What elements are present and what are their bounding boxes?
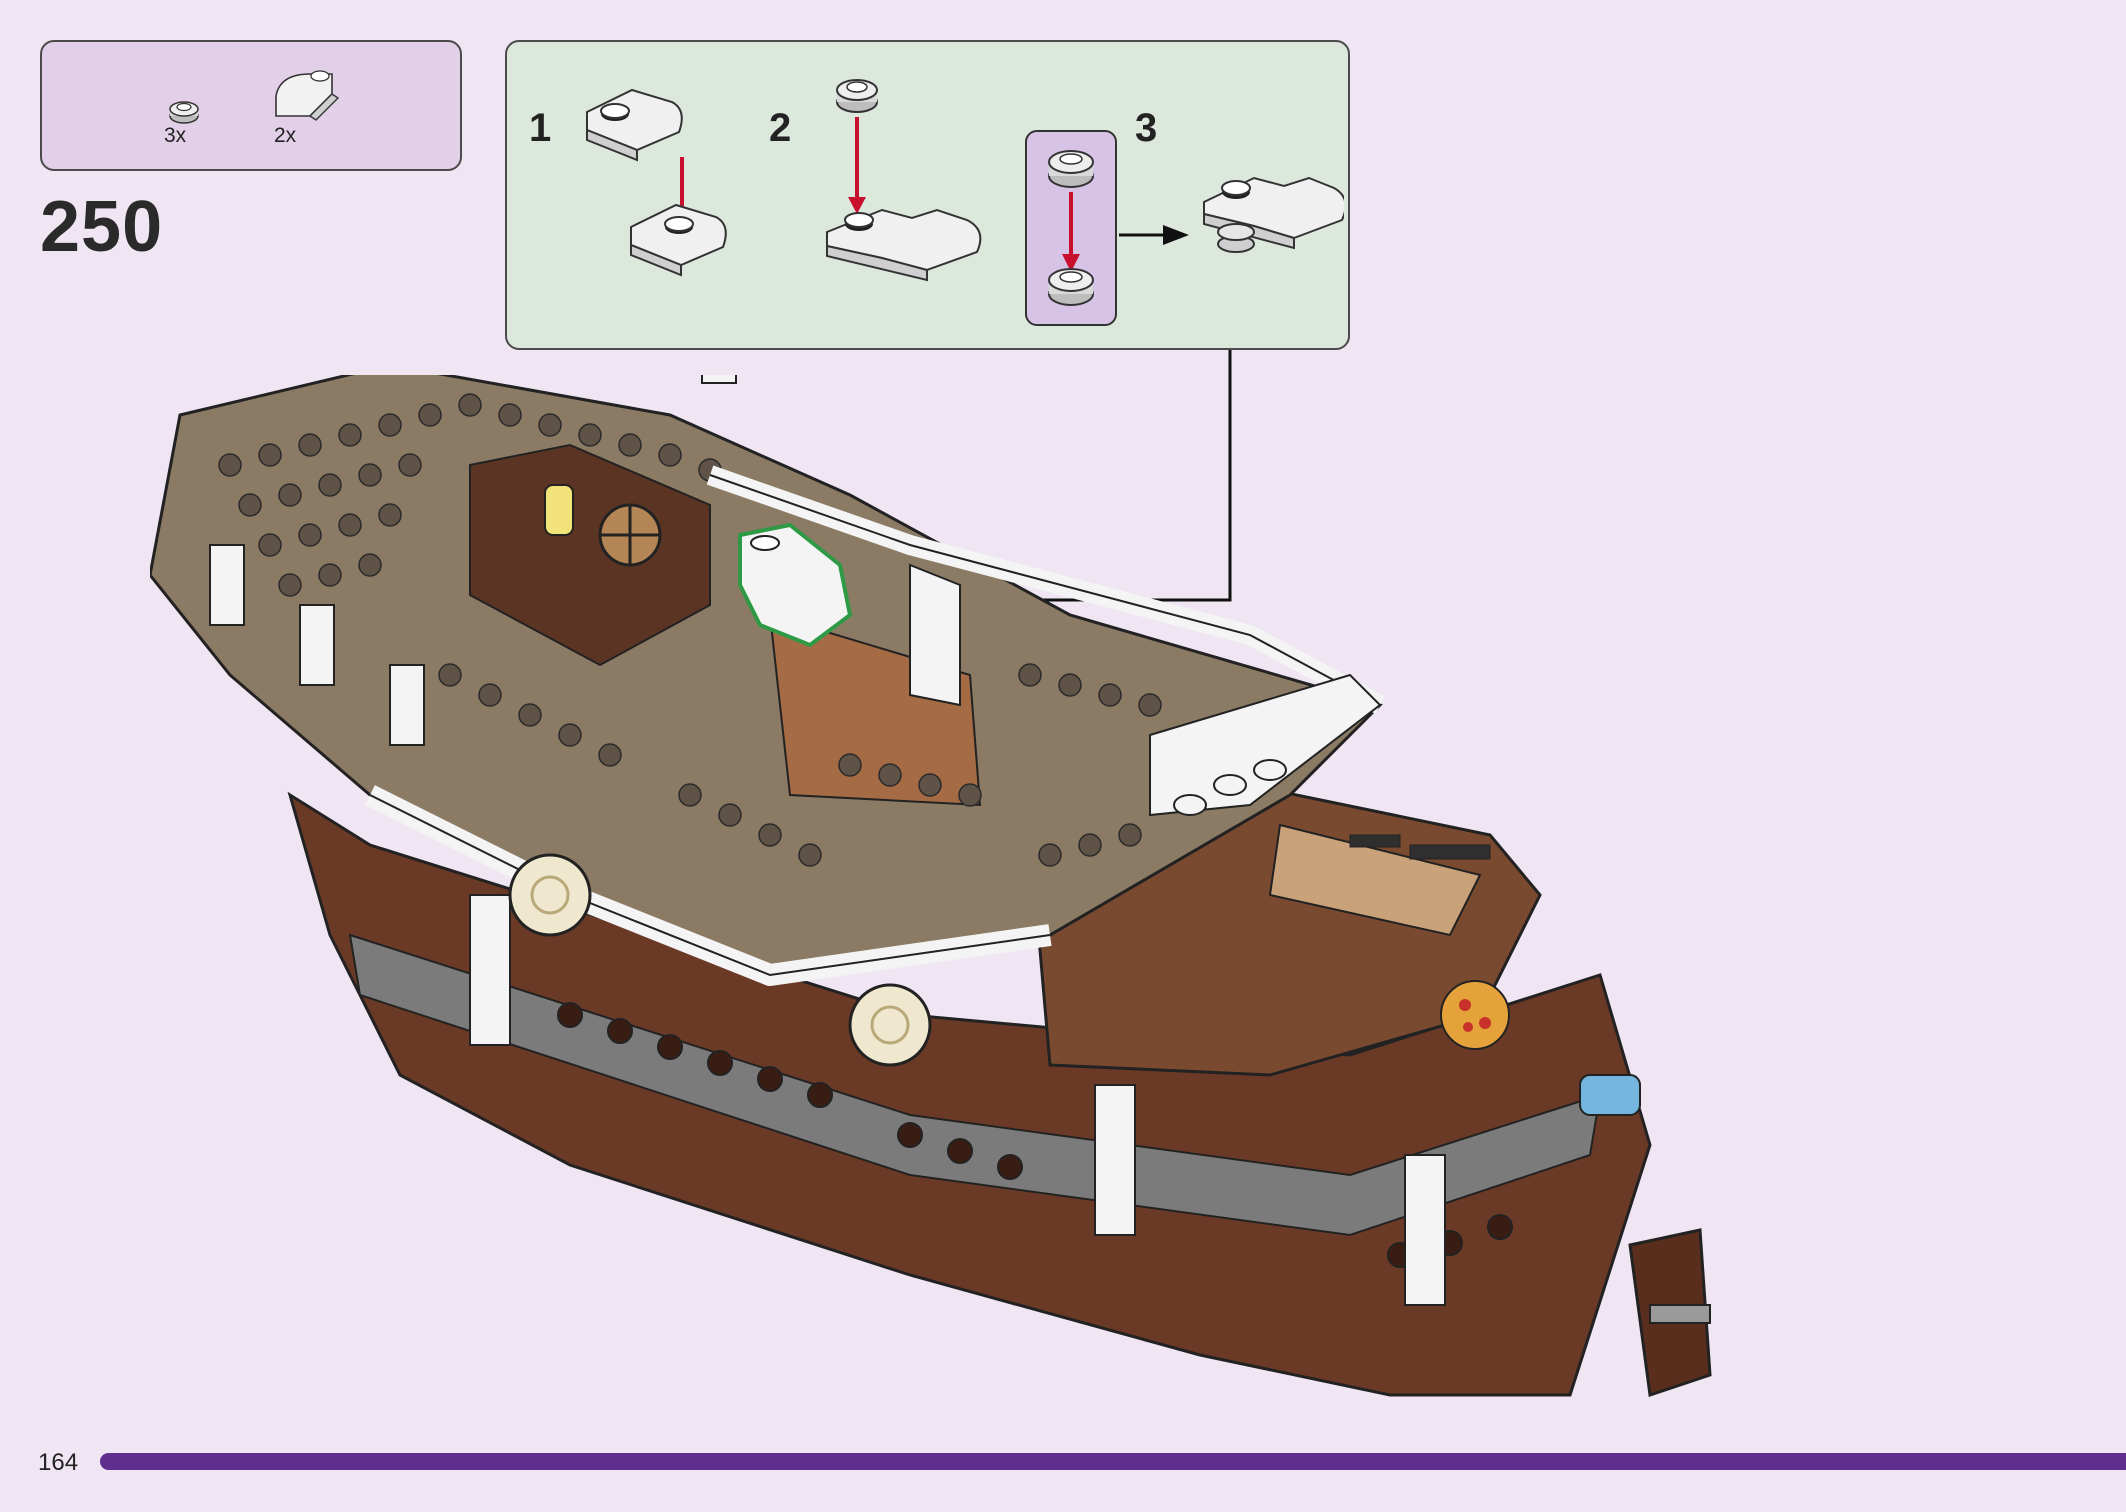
- pizza-icon: [1440, 980, 1510, 1050]
- curved-slope-icon: [275, 70, 340, 121]
- bow-posts: [209, 375, 737, 746]
- highlighted-new-part: [738, 522, 853, 648]
- round-plate-icon: [1048, 268, 1094, 306]
- barrel: [1579, 1074, 1641, 1116]
- part-quantity: 3x: [164, 124, 187, 147]
- arrow-right-icon: [1163, 225, 1189, 245]
- step-number: 250: [40, 187, 164, 267]
- substep-1-illustration: [586, 88, 727, 277]
- round-plate-icon: [169, 101, 199, 124]
- page-number: 164: [38, 1449, 79, 1476]
- white-posts: [469, 894, 1446, 1306]
- substep-label: 1: [529, 106, 552, 150]
- footer-bar: [100, 1453, 2126, 1470]
- hull-stripe: [348, 933, 1602, 1237]
- round-shield-icons: [508, 853, 932, 1067]
- cabin-shelves: [1349, 834, 1491, 860]
- substep-3-illustration: [1048, 150, 1094, 306]
- ship-model-illustration: [150, 375, 1712, 1397]
- curved-slope-icon: [586, 88, 683, 162]
- curved-slope-icon: [630, 203, 727, 277]
- part-quantity: 2x: [274, 124, 297, 147]
- lantern-icon: [544, 484, 574, 536]
- white-arch: [909, 563, 961, 707]
- round-plate-icon: [836, 79, 878, 113]
- hull: [287, 791, 1652, 1397]
- substep-3-result: [1119, 176, 1344, 253]
- substep-label: 2: [769, 106, 792, 150]
- white-arch: [1149, 673, 1382, 817]
- round-plate-icon: [1048, 150, 1094, 188]
- subassembly-panel: 1 2 3: [505, 40, 1350, 350]
- substep-3-inner-panel: [1025, 130, 1117, 326]
- substep-2-illustration: [826, 79, 982, 282]
- parts-list-panel: 3x 2x: [40, 40, 462, 171]
- arrow-down-icon: [848, 197, 866, 214]
- double-slope-icon: [826, 208, 982, 282]
- arrow-down-icon: [1062, 254, 1080, 272]
- deck: [150, 375, 1383, 977]
- assembled-hinge-icon: [1203, 176, 1344, 253]
- deck-opening: [469, 443, 711, 667]
- substep-label: 3: [1135, 106, 1158, 150]
